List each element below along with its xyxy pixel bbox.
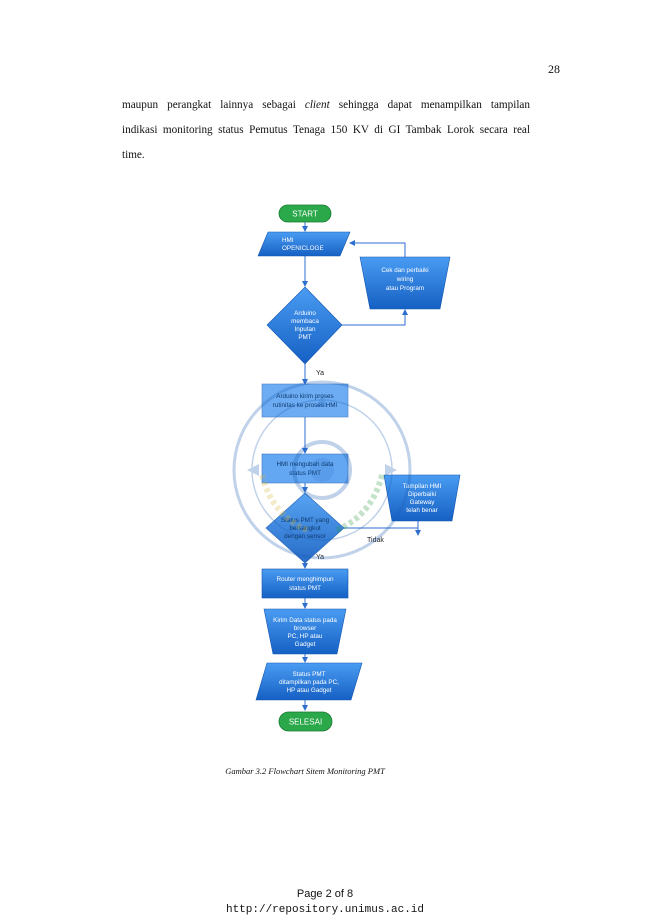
svg-text:dengan sensor: dengan sensor <box>284 533 326 540</box>
output-parallelogram: Status PMT ditampilkan pada PC, HP atau … <box>255 662 363 701</box>
no-label-2: Tidak <box>367 537 384 544</box>
start-terminal: START <box>278 204 332 223</box>
svg-text:OPENICLOGE: OPENICLOGE <box>282 245 324 252</box>
paragraph-line-3: time. <box>122 149 145 161</box>
side-hmi-fix-box: Tampilan HMI Diperbaiki Gateway telah be… <box>383 474 461 522</box>
page-number: 28 <box>548 62 560 76</box>
svg-text:Arduino: Arduino <box>294 310 316 317</box>
process-hmi-convert: HMI mengubah data status PMT <box>261 453 349 484</box>
paragraph-line-1: maupun perangkat lainnya sebagai client … <box>122 99 530 111</box>
footer-url: http://repository.unimus.ac.id <box>225 904 425 916</box>
decision-arduino-reads: Arduino membaca Inputan PMT <box>266 286 343 365</box>
svg-text:Gadget: Gadget <box>295 641 316 648</box>
data-send-box: Kirim Data status pada browser PC, HP at… <box>263 608 347 655</box>
svg-text:Status PMT yang: Status PMT yang <box>281 517 330 524</box>
svg-text:Tampilan HMI: Tampilan HMI <box>403 483 442 490</box>
svg-text:membaca: membaca <box>291 318 319 325</box>
svg-text:PMT: PMT <box>298 334 311 341</box>
svg-text:Gateway: Gateway <box>410 499 436 506</box>
svg-text:wiring: wiring <box>396 276 414 283</box>
svg-text:Cek dan perbaiki: Cek dan perbaiki <box>381 267 428 274</box>
process-arduino-send: Arduino kirim proses rutinitas ke proses… <box>261 383 349 418</box>
svg-text:atau Program: atau Program <box>386 285 424 292</box>
footer-page-count: Page 2 of 8 <box>296 888 354 900</box>
svg-text:HP atau Gadget: HP atau Gadget <box>286 687 331 694</box>
svg-text:browser: browser <box>294 625 316 632</box>
yes-label-1: Ya <box>316 370 324 377</box>
end-terminal: SELESAI <box>278 711 333 732</box>
body-paragraph: maupun perangkat lainnya sebagai client … <box>122 93 530 168</box>
svg-text:START: START <box>292 210 318 219</box>
paragraph-line-2: indikasi monitoring status Pemutus Tenag… <box>122 124 530 136</box>
svg-text:SELESAI: SELESAI <box>289 718 322 727</box>
decision-status-match: Status PMT yang bersangkut dengan sensor <box>265 492 345 564</box>
svg-text:bersangkut: bersangkut <box>289 525 320 532</box>
svg-text:Router menghimpun: Router menghimpun <box>276 576 334 583</box>
yes-label-2: Ya <box>316 554 324 561</box>
process-router: Router menghimpun status PMT <box>261 568 349 599</box>
svg-text:Kirim Data status pada: Kirim Data status pada <box>273 617 337 624</box>
svg-text:status PMT: status PMT <box>289 585 321 592</box>
svg-text:PC, HP atau: PC, HP atau <box>288 633 323 640</box>
client-term: client <box>304 99 330 111</box>
svg-text:ditampilkan pada PC,: ditampilkan pada PC, <box>279 679 339 686</box>
check-wiring-box: Cek dan perbaiki wiring atau Program <box>359 256 451 310</box>
svg-text:Status PMT: Status PMT <box>293 671 326 678</box>
svg-text:HMI mengubah data: HMI mengubah data <box>276 461 334 468</box>
svg-text:rutinitas ke proses HMI: rutinitas ke proses HMI <box>273 402 338 409</box>
flow-connectors <box>302 222 421 711</box>
svg-text:HMI: HMI <box>282 237 294 244</box>
hmi-input-parallelogram: HMI OPENICLOGE <box>257 231 351 257</box>
figure-caption: Gambar 3.2 Flowchart Sitem Monitoring PM… <box>225 766 385 776</box>
svg-text:telah benar: telah benar <box>406 507 438 514</box>
svg-text:Diperbaiki: Diperbaiki <box>408 491 436 498</box>
svg-text:Arduino kirim proses: Arduino kirim proses <box>276 393 333 400</box>
svg-text:status PMT: status PMT <box>289 470 321 477</box>
svg-text:Inputan: Inputan <box>294 326 316 333</box>
